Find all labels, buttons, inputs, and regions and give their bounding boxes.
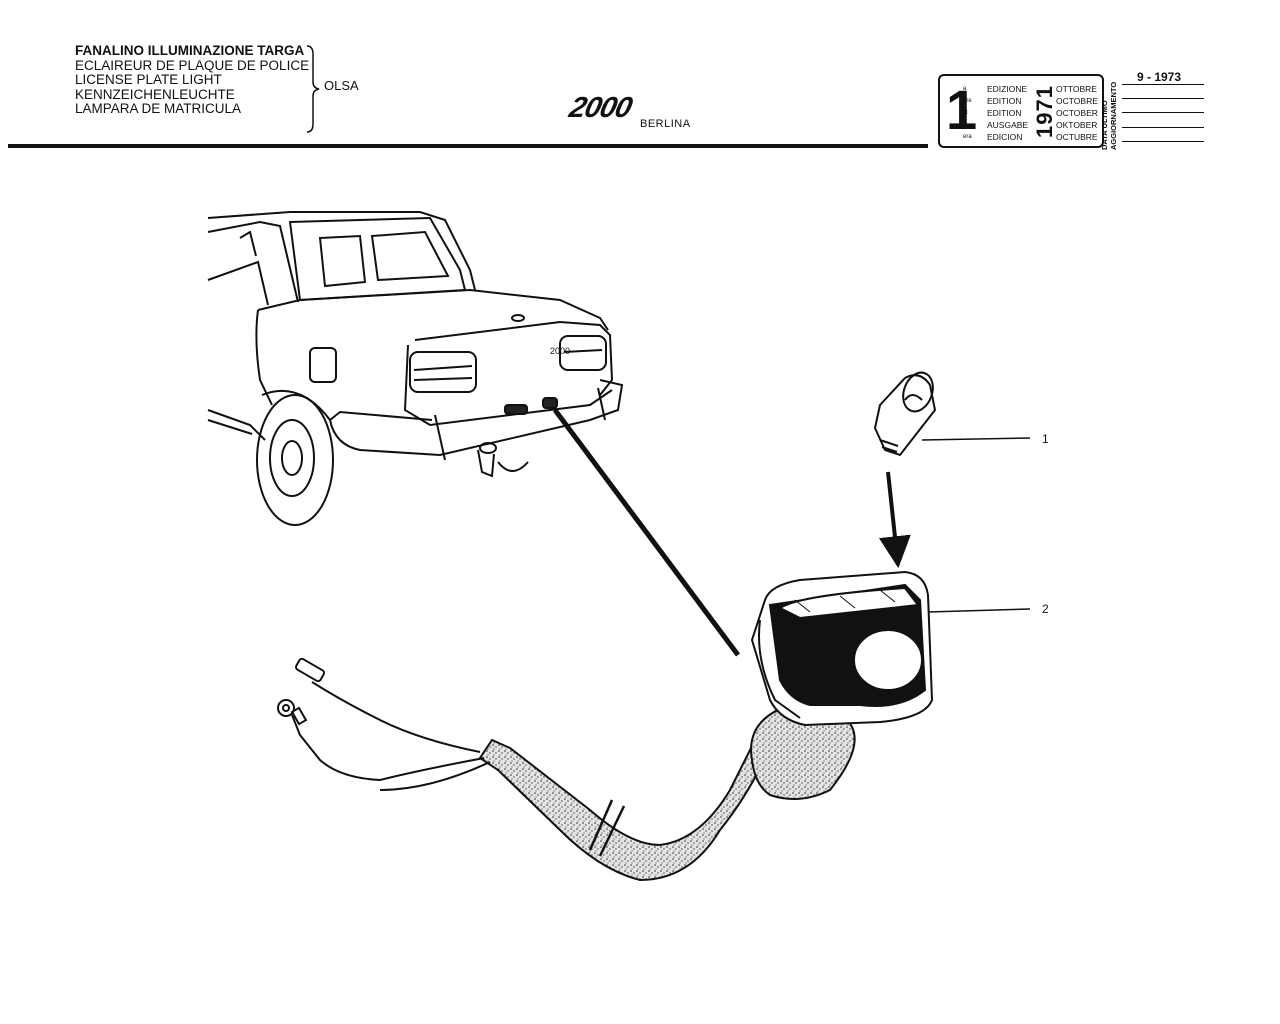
title-spanish: LAMPARA DE MATRICULA <box>75 101 242 117</box>
edition-month: OKTOBER <box>1056 120 1098 130</box>
edition-ordinal: a <box>963 86 967 92</box>
supplier-name: OLSA <box>324 78 359 93</box>
edition-ordinal: st <box>963 110 968 116</box>
title-italian: FANALINO ILLUMINAZIONE TARGA <box>75 43 305 58</box>
edition-label: EDIZIONE <box>987 84 1028 94</box>
bulb-leader-line <box>921 437 1031 441</box>
edition-ordinal: ere <box>963 98 972 104</box>
title-french: ECLAIREUR DE PLAQUE DE POLICE <box>75 57 310 73</box>
title-german: KENNZEICHENLEUCHTE <box>75 86 235 102</box>
insertion-arrow <box>879 471 911 569</box>
title-brace <box>306 45 320 133</box>
callout-number-light: 2 <box>1042 602 1049 616</box>
assembly-leader-line <box>927 608 1031 613</box>
edition-ordinal: era <box>963 134 972 140</box>
wire-leads <box>277 657 491 791</box>
update-line <box>1122 127 1204 128</box>
edition-month: OCTUBRE <box>1056 132 1098 142</box>
update-line <box>1122 112 1204 113</box>
car-badge: 2000 <box>550 346 570 356</box>
pointer-line <box>552 408 741 657</box>
edition-box: 1 a ere st . era EDIZIONE EDITION EDITIO… <box>938 74 1104 148</box>
update-line <box>1122 84 1204 85</box>
header-rule <box>8 144 928 148</box>
edition-month: OTTOBRE <box>1056 84 1097 94</box>
edition-month: OCTOBRE <box>1056 96 1098 106</box>
edition-number: 1 <box>946 78 978 141</box>
callout-number-bulb: 1 <box>1042 432 1049 446</box>
car-rear-illustration: 2000 <box>207 211 624 526</box>
update-value: 9 - 1973 <box>1137 70 1182 84</box>
update-line <box>1122 98 1204 99</box>
edition-month: OCTOBER <box>1056 108 1098 118</box>
edition-label: EDITION <box>987 96 1022 106</box>
model-subtitle: BERLINA <box>640 118 691 130</box>
plate-light-assembly-illustration <box>478 570 934 882</box>
title-block: FANALINO ILLUMINAZIONE TARGA ECLAIREUR D… <box>75 43 310 117</box>
edition-label: EDITION <box>987 108 1022 118</box>
title-english: LICENSE PLATE LIGHT <box>75 72 222 88</box>
edition-ordinal: . <box>963 122 965 128</box>
bulb-illustration <box>873 371 937 457</box>
edition-label: AUSGABE <box>987 120 1029 130</box>
update-line <box>1122 141 1204 142</box>
edition-label: EDICION <box>987 132 1023 142</box>
